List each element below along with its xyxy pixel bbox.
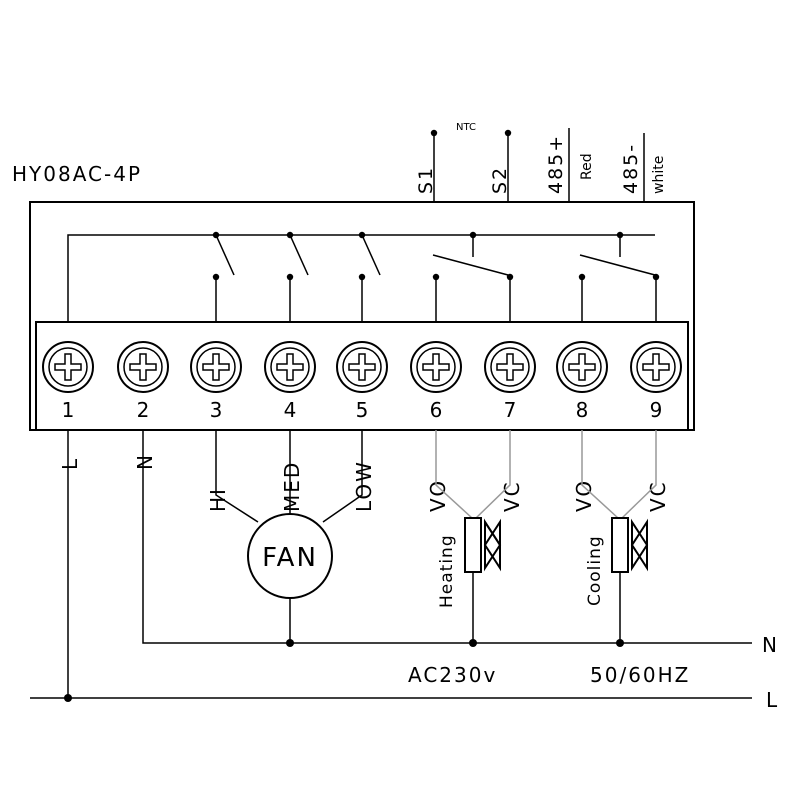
terminal-screw-inner <box>636 347 676 387</box>
terminal-number: 7 <box>504 398 517 422</box>
screw-cross-icon <box>496 353 524 381</box>
rs485-plus-label: 485+ <box>545 134 567 194</box>
model-label: HY08AC-4P <box>12 162 142 186</box>
valve-wires <box>435 430 657 519</box>
white-wire-label: white <box>651 156 667 194</box>
fan-label: FAN <box>262 543 318 573</box>
terminal-screw-inner <box>416 347 456 387</box>
heating-valve <box>464 517 502 573</box>
frequency-label: 50/60HZ <box>590 663 690 687</box>
cooling-label: Cooling <box>585 535 605 606</box>
terminal-wire-label: VO <box>426 479 450 512</box>
screw-cross-icon <box>276 353 304 381</box>
cooling-valve <box>611 517 649 573</box>
terminal-screw-outer <box>336 341 388 393</box>
relay-low <box>358 231 381 322</box>
terminal-number: 9 <box>650 398 663 422</box>
terminal-3: 3HI <box>190 341 242 512</box>
terminal-screw-outer <box>484 341 536 393</box>
terminal-number: 2 <box>137 398 150 422</box>
terminal-screw-outer <box>190 341 242 393</box>
terminal-1: 1L <box>42 341 94 470</box>
terminal-number: 4 <box>284 398 297 422</box>
s2-label: S2 <box>489 166 511 194</box>
terminal-screw-outer <box>264 341 316 393</box>
terminal-screw-outer <box>42 341 94 393</box>
terminal-number: 3 <box>210 398 223 422</box>
terminal-screw-outer <box>630 341 682 393</box>
terminal-screw-inner <box>270 347 310 387</box>
relay-cooling <box>578 231 660 322</box>
terminal-screw-outer <box>556 341 608 393</box>
screw-cross-icon <box>202 353 230 381</box>
red-wire-label: Red <box>579 153 595 180</box>
fan-motor <box>247 513 333 599</box>
terminal-screw-outer <box>117 341 169 393</box>
screw-cross-icon <box>422 353 450 381</box>
terminal-wire-label: HI <box>206 487 230 512</box>
heating-label: Heating <box>437 534 457 608</box>
terminal-2: 2N <box>117 341 169 470</box>
terminal-9: 9VC <box>630 341 682 512</box>
relay-hi <box>212 231 235 322</box>
terminal-screw-inner <box>123 347 163 387</box>
terminal-7: 7VC <box>484 341 536 512</box>
common-bus <box>67 234 655 322</box>
screw-cross-icon <box>568 353 596 381</box>
terminal-wire-label: VO <box>572 479 596 512</box>
terminal-number: 5 <box>356 398 369 422</box>
supply-l-label: L <box>766 688 778 712</box>
terminal-wire-label: VC <box>646 480 670 512</box>
terminal-screw-inner <box>490 347 530 387</box>
terminal-screw-inner <box>48 347 88 387</box>
screw-cross-icon <box>348 353 376 381</box>
terminal-6: 6VO <box>410 341 462 512</box>
relay-med <box>286 231 309 322</box>
terminal-wire-label: N <box>133 453 157 470</box>
terminal-wire-label: MED <box>280 461 304 512</box>
s1-label: S1 <box>415 166 437 194</box>
terminal-8: 8VO <box>556 341 608 512</box>
terminal-number: 6 <box>430 398 443 422</box>
supply-n-label: N <box>762 633 777 657</box>
screw-cross-icon <box>129 353 157 381</box>
external-wiring <box>30 430 752 702</box>
terminal-screw-inner <box>562 347 602 387</box>
terminal-number: 1 <box>62 398 75 422</box>
voltage-label: AC230v <box>408 663 497 687</box>
rs485-minus-label: 485- <box>620 143 642 194</box>
screw-cross-icon <box>642 353 670 381</box>
ntc-label: NTC <box>456 122 476 133</box>
relay-heating <box>432 231 514 322</box>
terminal-screw-inner <box>342 347 382 387</box>
screw-cross-icon <box>54 353 82 381</box>
terminal-number: 8 <box>576 398 589 422</box>
sensor-leads <box>430 128 645 202</box>
terminal-wire-label: LOW <box>352 460 376 512</box>
terminal-wire-label: L <box>58 457 82 470</box>
terminal-wire-label: VC <box>500 480 524 512</box>
terminal-screw-outer <box>410 341 462 393</box>
terminal-screw-inner <box>196 347 236 387</box>
